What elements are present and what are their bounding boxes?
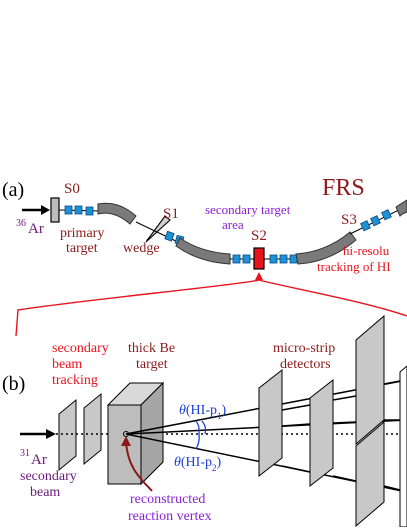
track-upper-segment — [383, 380, 401, 385]
primary-target-label-line1: primary — [60, 226, 104, 241]
beamline — [22, 197, 407, 270]
zoom-callout — [15, 272, 407, 337]
microstrip-detector-4 — [355, 420, 385, 528]
station-s2-label: S2 — [251, 228, 267, 244]
track-lower-segment — [383, 485, 401, 491]
track-middle-segment — [332, 421, 357, 424]
track-upper-segment — [281, 404, 311, 411]
theta-symbol: θ — [174, 455, 181, 470]
angle-subscript: 1 — [217, 411, 222, 421]
quadrupole — [279, 254, 288, 264]
angle-close: ) — [217, 455, 222, 470]
zoom-arrow-head — [255, 272, 263, 280]
mass-number: 36 — [16, 218, 26, 229]
quadrupole — [232, 254, 241, 264]
quadrupole — [85, 206, 94, 216]
dipole-magnet-3 — [295, 231, 357, 265]
vertex-label-line2: reaction vertex — [128, 509, 212, 524]
arrow-head — [46, 429, 56, 439]
wedge-label: wedge — [123, 241, 160, 256]
wedge-shape — [145, 215, 171, 243]
element-symbol: Ar — [31, 452, 47, 468]
theta-symbol: θ — [179, 403, 186, 418]
beam-tracking-line2: beam — [52, 357, 82, 372]
quadrupole — [74, 205, 83, 215]
thick-target-line1: thick Be — [128, 341, 175, 356]
track-lower-segment — [281, 465, 311, 473]
beam-tracking-line1: secondary — [52, 341, 109, 356]
track-lower-segment — [332, 475, 357, 482]
angle-label-1: θ(HI-p1) — [179, 403, 227, 421]
micro-strip-line2: detectors — [280, 357, 331, 372]
vertex-label-line1: reconstructed — [130, 492, 205, 507]
vertex-pointer-head — [121, 436, 131, 446]
track-upper-segment — [332, 395, 357, 401]
vertex-pointer-line — [125, 441, 153, 492]
arrow-head — [41, 205, 50, 215]
quadrupole — [64, 205, 73, 215]
station-s1-label: S1 — [163, 206, 179, 222]
secondary-beam-ion-label: 31 Ar — [20, 448, 47, 468]
element-symbol: Ar — [28, 221, 44, 237]
thick-target-line2: target — [136, 357, 168, 372]
dipole-magnet-1 — [97, 202, 137, 225]
mass-number: 31 — [20, 448, 30, 459]
track-middle-segment — [281, 423, 311, 427]
dipole-magnet-4 — [395, 199, 407, 217]
panel-a-label: (a) — [2, 179, 24, 201]
tracking-detector-2 — [83, 392, 102, 466]
quadrupole — [242, 254, 251, 264]
panel-a: (a) FRS — [2, 175, 407, 274]
angle-arc-1 — [195, 420, 200, 435]
angle-subscript: 2 — [212, 463, 217, 473]
microstrip-detector-1 — [258, 368, 283, 478]
primary-target-block — [50, 197, 60, 223]
panel-b-label: (b) — [2, 373, 25, 395]
primary-target-label-line2: target — [66, 241, 98, 256]
secondary-beam-line2: beam — [30, 485, 60, 500]
microstrip-detector-2 — [309, 378, 334, 488]
zoom-line-right — [258, 279, 407, 317]
quadrupole — [164, 230, 175, 242]
secondary-target-block — [253, 247, 265, 270]
panel-b: (b) secondary beam tracking thick Be tar… — [2, 314, 407, 528]
secondary-target-area-line2: area — [222, 217, 244, 232]
dipole-magnet-2 — [175, 237, 231, 265]
quadrupole — [269, 254, 278, 264]
microstrip-detector-3 — [355, 314, 385, 446]
micro-strip-detectors — [258, 314, 407, 528]
microstrip-detector-5 — [399, 365, 407, 528]
beam-tracking-line3: tracking — [52, 373, 98, 388]
secondary-beam-line1: secondary — [20, 469, 77, 484]
frs-title: FRS — [322, 175, 365, 201]
primary-beam-ion-label: 36 Ar — [16, 218, 44, 237]
angle-label-2: θ(HI-p2) — [174, 455, 222, 473]
quadrupole — [370, 215, 381, 227]
tracking-detector-1 — [58, 398, 77, 472]
angle-close: ) — [222, 403, 227, 418]
angle-arc-1b — [201, 420, 207, 435]
station-s0-label: S0 — [64, 181, 80, 197]
zoom-line-left — [15, 279, 260, 337]
angle-arc-2 — [195, 433, 200, 450]
tracking-label-line1: hi-resolu — [343, 243, 390, 258]
quadrupole — [360, 220, 371, 232]
tracking-label-line2: tracking of HI — [317, 259, 391, 274]
micro-strip-line1: micro-strip — [273, 341, 335, 356]
station-s3-label: S3 — [341, 212, 357, 228]
beam-pipe — [135, 221, 181, 244]
angle-text: (HI-p — [186, 403, 217, 418]
angle-text: (HI-p — [181, 455, 212, 470]
secondary-target-area-line1: secondary target — [205, 202, 291, 217]
quadrupole — [381, 209, 392, 221]
